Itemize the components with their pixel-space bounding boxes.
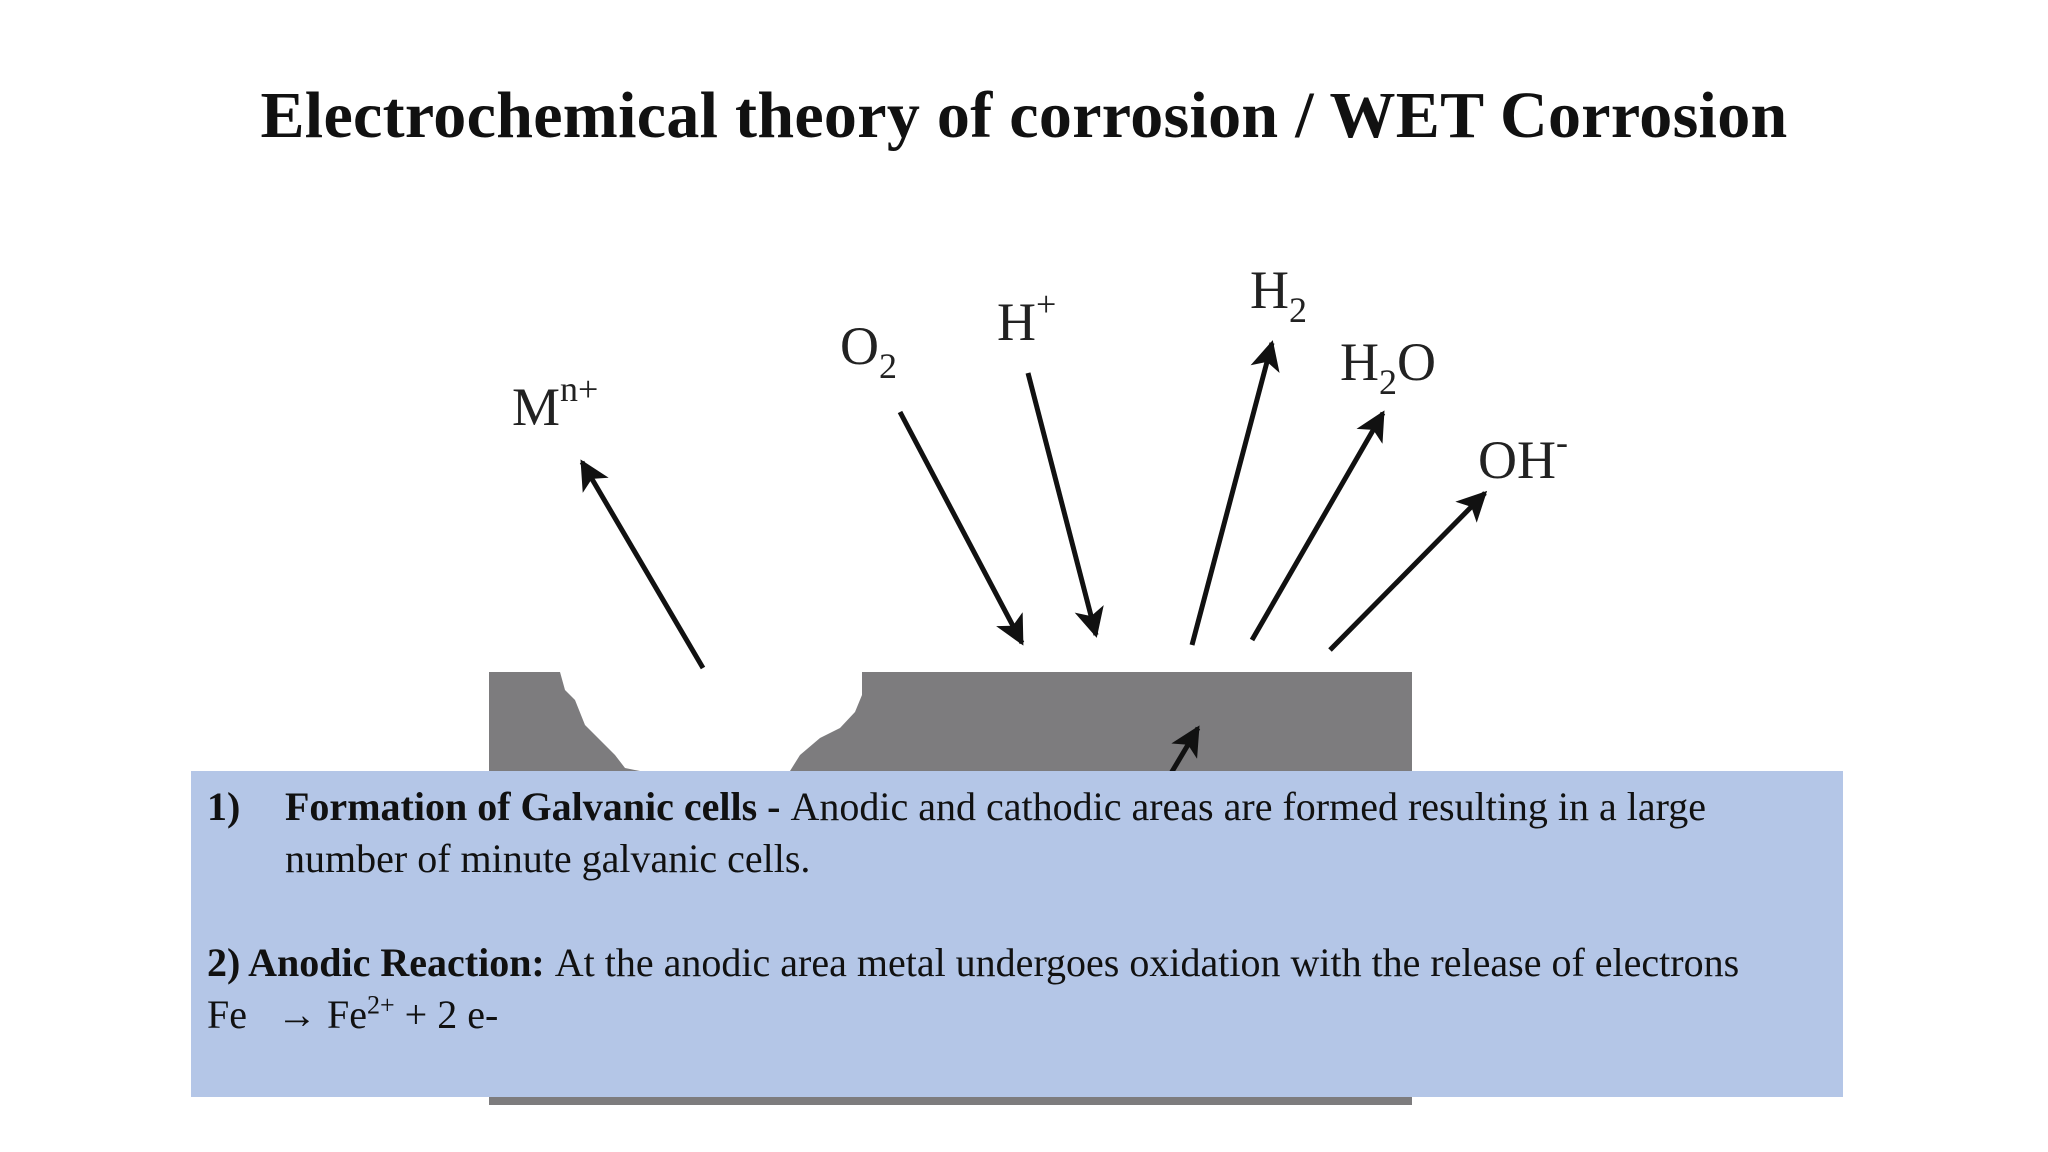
- equation-arrow: →: [277, 992, 317, 1037]
- point-2-heading: 2) Anodic Reaction:: [207, 940, 555, 985]
- arrow-metal-ion-out: [579, 459, 706, 670]
- equation-reactant: Fe: [207, 992, 247, 1037]
- label-water: H2O: [1340, 332, 1436, 402]
- equation-ion: Fe: [327, 992, 367, 1037]
- point-2-text: At the anodic area metal undergoes oxida…: [554, 940, 1740, 985]
- point-1-number: 1): [207, 784, 241, 829]
- label-metal-ion: Mn+: [512, 369, 598, 437]
- equation-ion-charge: 2+: [367, 990, 395, 1020]
- explanation-box: 1) Formation of Galvanic cells - Anodic …: [191, 771, 1843, 1097]
- arrow-hydroxide-out: [1328, 490, 1488, 652]
- point-1: 1) Formation of Galvanic cells - Anodic …: [207, 781, 1827, 885]
- point-2: 2) Anodic Reaction: At the anodic area m…: [207, 937, 1827, 989]
- arrow-hydrogen-ion-in: [1025, 372, 1104, 638]
- label-hydrogen-ion: H+: [997, 284, 1056, 352]
- point-1-body: Formation of Galvanic cells - Anodic and…: [285, 781, 1827, 885]
- point-1-heading: Formation of Galvanic cells -: [285, 784, 791, 829]
- arrow-oxygen-in: [897, 410, 1025, 646]
- label-hydrogen-gas: H2: [1250, 260, 1307, 330]
- arrow-water-out: [1249, 410, 1386, 642]
- label-hydroxide: OH-: [1478, 422, 1568, 490]
- arrow-hydrogen-gas-out: [1189, 340, 1280, 646]
- arrow-electron-flow: [1167, 725, 1201, 777]
- slide-title: Electrochemical theory of corrosion / WE…: [260, 79, 1788, 152]
- anodic-equation: Fe → Fe2+ + 2 e-: [207, 989, 1827, 1041]
- point-1-text: Anodic and cathodic areas are formed res…: [285, 784, 1707, 881]
- equation-rest: + 2 e-: [394, 992, 499, 1037]
- label-oxygen: O2: [840, 316, 897, 386]
